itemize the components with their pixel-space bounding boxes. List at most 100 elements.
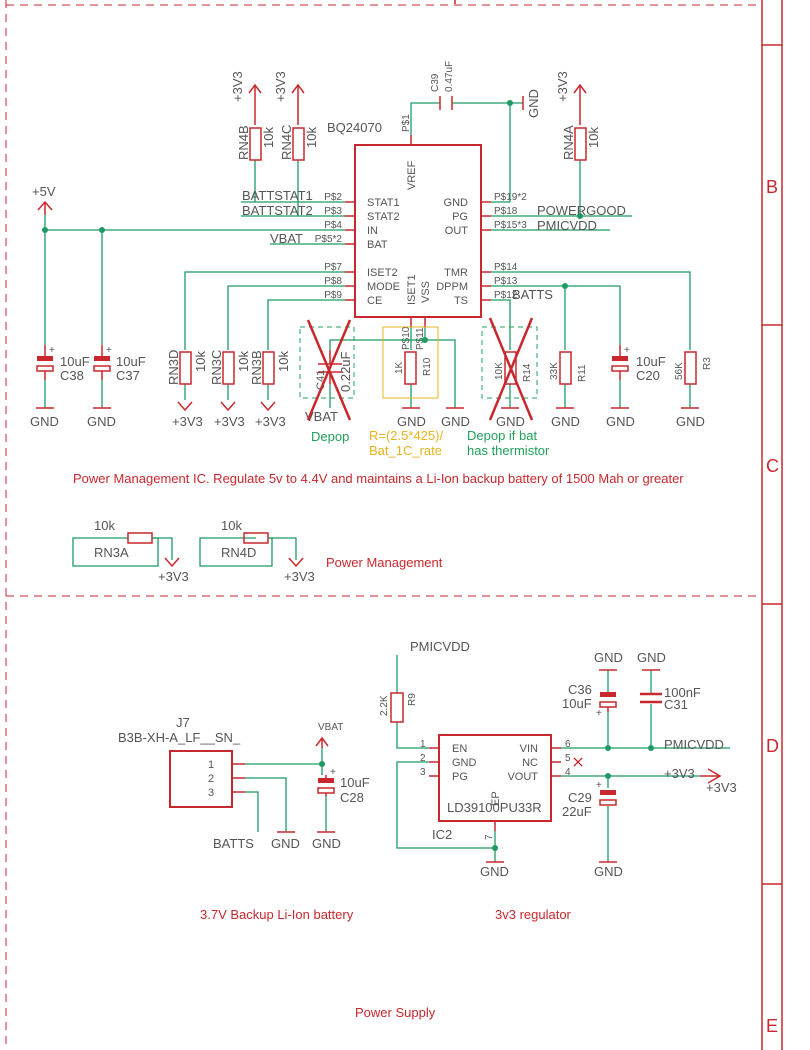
sheet-frame: B C D E: [5, 0, 783, 1050]
pad-18: P$18: [494, 206, 518, 217]
rn4b-name: RN4B: [236, 125, 251, 160]
resistor-rn3d[interactable]: RN3D 10k: [166, 350, 208, 385]
c28-value: 10uF: [340, 775, 370, 790]
net-plus5v: +5V: [32, 184, 56, 199]
resistor-rn4c[interactable]: RN4C 10k: [279, 125, 319, 161]
capacitor-c37[interactable]: + 10uF C37: [93, 345, 146, 383]
rn4c-value: 10k: [304, 127, 319, 148]
resistor-r9[interactable]: 2.2K R9: [379, 692, 418, 723]
resistor-rn4a[interactable]: RN4A 10k: [561, 125, 601, 161]
frame-row-b: B: [766, 177, 778, 197]
frame-row-e: E: [766, 1016, 778, 1036]
rn4a-value: 10k: [586, 127, 601, 148]
pad-14: P$14: [494, 262, 518, 273]
r10-note-line1: R=(2.5*425)/: [369, 428, 443, 443]
net-gnd-r10: GND: [397, 414, 426, 429]
bq24070-ic[interactable]: BQ24070 STAT1 STAT2 IN BAT ISET2 MODE CE…: [315, 114, 527, 350]
capacitor-c28[interactable]: + 10uF C28: [317, 767, 370, 805]
ic2-num-7: 7: [484, 834, 495, 840]
pin-pg: PG: [452, 211, 468, 223]
capacitor-c20[interactable]: + 10uF C20: [611, 345, 666, 383]
pin-in: IN: [367, 225, 378, 237]
rn4d-value: 10k: [221, 518, 242, 533]
c41-value: 0.22uF: [338, 351, 353, 392]
net-battstat1: BATTSTAT1: [242, 188, 313, 203]
net-3v3-rn3c: +3V3: [214, 414, 245, 429]
resistor-r10[interactable]: 1K R10 R=(2.5*425)/ Bat_1C_rate: [369, 326, 443, 458]
pin-tmr: TMR: [444, 267, 468, 279]
capacitor-c36[interactable]: + C36 10uF: [562, 682, 617, 719]
c20-value: 10uF: [636, 354, 666, 369]
net-vbat-c41: VBAT: [305, 409, 338, 424]
capacitor-c38[interactable]: + 10uF C38: [36, 345, 90, 383]
c29-value: 22uF: [562, 804, 592, 819]
net-battstat2: BATTSTAT2: [242, 203, 313, 218]
net-gnd-r3: GND: [676, 414, 705, 429]
c36-value: 10uF: [562, 696, 592, 711]
ic2-pin-vout: VOUT: [507, 771, 538, 783]
pad-12: P$12: [494, 290, 518, 301]
wires-battery: [245, 748, 327, 832]
pad-5: P$5*2: [315, 234, 343, 245]
r11-value: 33K: [549, 362, 560, 380]
ic2-pin-ep: EP: [490, 791, 502, 806]
pad-11: P$11: [415, 327, 426, 350]
pad-13: P$13: [494, 276, 518, 287]
c31-value: 100nF: [664, 685, 701, 700]
pad-8: P$8: [324, 276, 342, 287]
connector-j7[interactable]: 1 2 3 J7 B3B-XH-A_LF__SN_: [118, 715, 245, 808]
r9-name: R9: [407, 693, 418, 706]
resistor-r14[interactable]: 10K R14 Depop if bat has thermistor: [467, 317, 550, 458]
resistor-r11[interactable]: 33K R11: [549, 351, 588, 385]
j7-pin2: 2: [208, 773, 214, 785]
capacitor-c31[interactable]: 100nF C31: [640, 685, 701, 712]
net-3v3-rn4c: +3V3: [273, 71, 288, 102]
r14-value: 10K: [494, 362, 505, 380]
resistor-rn3b[interactable]: RN3B 10k: [249, 350, 291, 385]
net-gnd-vss: GND: [441, 414, 470, 429]
resistor-rn3a[interactable]: 10k RN3A +3V3: [72, 518, 189, 584]
net-gnd-ic2: GND: [480, 864, 509, 879]
c37-name: C37: [116, 368, 140, 383]
c38-value: 10uF: [60, 354, 90, 369]
frame-row-c: C: [766, 456, 779, 476]
ic2-pin-vin: VIN: [520, 743, 538, 755]
pad-2: P$2: [324, 192, 342, 203]
ic2-pin-gnd: GND: [452, 757, 477, 769]
r14-note-line1: Depop if bat: [467, 428, 537, 443]
resistor-rn4d[interactable]: 10k RN4D +3V3: [199, 518, 315, 584]
net-vbat-j7: VBAT: [318, 722, 343, 733]
rn3c-name: RN3C: [209, 350, 224, 385]
capacitor-c39[interactable]: C39 0.47uF: [430, 61, 455, 110]
net-3v3-rn4d: +3V3: [284, 569, 315, 584]
net-3v3-rn4a: +3V3: [555, 71, 570, 102]
c39-value: 0.47uF: [444, 61, 455, 92]
ic2-pin-pg: PG: [452, 771, 468, 783]
pin-vss: VSS: [420, 281, 432, 303]
r14-name: R14: [522, 363, 533, 382]
pm-description: Power Management IC. Regulate 5v to 4.4V…: [73, 471, 684, 486]
resistor-r3[interactable]: 56K R3: [674, 351, 713, 385]
resistor-rn4b[interactable]: RN4B 10k: [236, 125, 276, 161]
ic2-pin-nc: NC: [522, 757, 538, 769]
c28-name: C28: [340, 790, 364, 805]
net-gnd-c38: GND: [30, 414, 59, 429]
net-gnd-r14: GND: [496, 414, 525, 429]
regulator-ic2[interactable]: EN GND PG VIN NC VOUT EP 1 2 3 6 5 4 7 L…: [420, 734, 583, 842]
c38-name: C38: [60, 368, 84, 383]
svg-text:+: +: [330, 767, 336, 778]
capacitor-c29[interactable]: + C29 22uF: [562, 780, 617, 819]
net-3v3-rn3b: +3V3: [255, 414, 286, 429]
rn3b-value: 10k: [276, 351, 291, 372]
resistor-rn3c[interactable]: RN3C 10k: [209, 350, 251, 385]
net-gnd-r11: GND: [551, 414, 580, 429]
supply-title: Power Supply: [355, 1005, 436, 1020]
rn3b-name: RN3B: [249, 350, 264, 385]
r10-note-line2: Bat_1C_rate: [369, 443, 442, 458]
net-3v3-rn3d: +3V3: [172, 414, 203, 429]
junctions-top: [42, 100, 583, 343]
r3-name: R3: [702, 357, 713, 370]
capacitor-c41[interactable]: C41 0.22uF Depop: [299, 319, 355, 444]
pin-mode: MODE: [367, 281, 400, 293]
j7-pin1: 1: [208, 759, 214, 771]
